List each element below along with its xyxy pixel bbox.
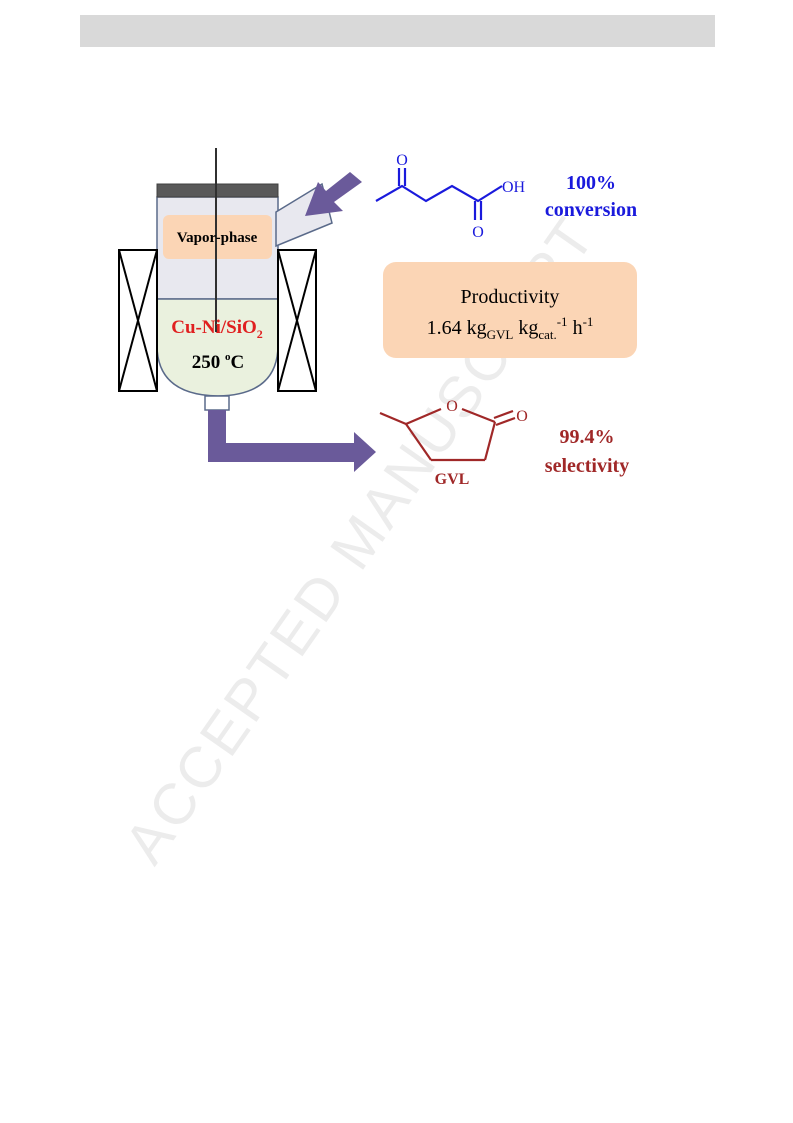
inlet-arrow	[305, 172, 362, 216]
reactant-hydroxyl: OH	[502, 179, 526, 196]
catalyst-subscript: 2	[257, 327, 263, 341]
vapor-phase-label: Vapor-phase	[177, 230, 258, 246]
reactant-oxygen-top: O	[396, 152, 408, 169]
gvl-structure	[379, 407, 516, 462]
productivity-title: Productivity	[461, 286, 560, 308]
catalyst-bed	[156, 298, 279, 397]
productivity-sup-1: -1	[557, 314, 568, 329]
conversion-label: conversion	[545, 199, 637, 221]
temperature-value: 250	[192, 352, 225, 373]
catalyst-name: Cu-Ni/SiO	[171, 317, 257, 338]
temperature-degree: o	[225, 351, 231, 363]
temperature-label: 250 oC	[192, 351, 244, 373]
reactant-oxygen-acid: O	[472, 224, 484, 241]
reactor-lid	[156, 183, 279, 198]
productivity-value: 1.64 kgGVL kgcat.-1 h-1	[427, 314, 594, 342]
header-bar	[80, 15, 715, 47]
right-heater	[277, 249, 317, 392]
productivity-box	[383, 262, 637, 358]
productivity-sup-2: -1	[583, 314, 594, 329]
gvl-name: GVL	[435, 471, 470, 488]
left-heater	[118, 249, 158, 392]
temperature-unit: C	[231, 352, 245, 373]
productivity-number: 1.64 kg	[427, 317, 487, 339]
productivity-unit-h: h	[568, 317, 583, 339]
selectivity-label: selectivity	[545, 455, 629, 477]
reactor: Vapor-phase Cu-Ni/SiO2 250 oC	[118, 148, 333, 411]
conversion-value: 100%	[566, 172, 616, 194]
levulinic-acid-structure	[375, 168, 503, 220]
outlet-nozzle	[204, 395, 230, 411]
outlet-arrow	[208, 410, 376, 472]
productivity-sub-cat: cat.	[538, 327, 556, 342]
productivity-sub-gvl: GVL	[487, 327, 514, 342]
catalyst-label: Cu-Ni/SiO2	[171, 317, 263, 341]
vapor-label-box	[163, 215, 272, 259]
productivity-unit-kg: kg	[513, 317, 538, 339]
selectivity-value: 99.4%	[560, 426, 615, 448]
gvl-carbonyl-oxygen: O	[516, 408, 528, 425]
gvl-ring-oxygen: O	[446, 398, 458, 415]
